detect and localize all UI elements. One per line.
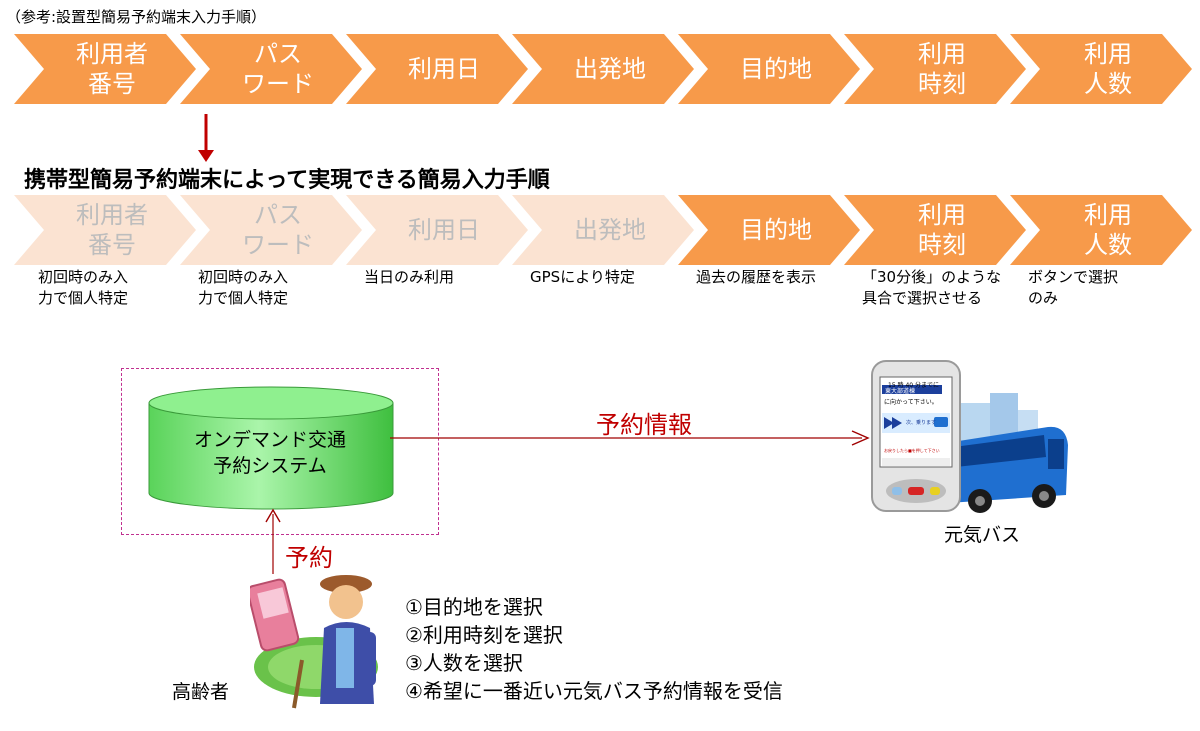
bottom-step-3: 利用日: [346, 195, 528, 265]
top-step-label: 利用日: [408, 55, 480, 83]
bottom-step-label: 利用者 番号: [76, 201, 148, 259]
top-step-6: 利用 時刻: [844, 34, 1026, 104]
info-arrow-label: 予約情報: [596, 411, 692, 439]
instruction-item: ③人数を選択: [405, 651, 523, 675]
bottom-step-5: 目的地: [678, 195, 860, 265]
instruction-item: ④希望に一番近い元気バス予約情報を受信: [405, 679, 783, 703]
top-step-label: 利用 人数: [1084, 40, 1132, 98]
elderly-man-icon: [292, 575, 376, 709]
bottom-step-label: 出発地: [574, 216, 646, 244]
instruction-list: ①目的地を選択 ②利用時刻を選択 ③人数を選択 ④希望に一番近い元気バス予約情報…: [405, 593, 783, 705]
top-step-7: 利用 人数: [1010, 34, 1192, 104]
top-step-1: 利用者 番号: [14, 34, 196, 104]
elderly-person-illustration: [250, 575, 378, 709]
bottom-step-label: 利用 時刻: [918, 201, 966, 259]
bus-icon: [946, 426, 1068, 513]
top-step-4: 出発地: [512, 34, 694, 104]
elder-caption: 高齢者: [172, 681, 230, 703]
bottom-step-label: 利用日: [408, 216, 480, 244]
step-note-6: 「30分後」のような 具合で選択させる: [862, 268, 1002, 307]
phone-screen-line4: 次、乗ります: [906, 420, 937, 426]
top-step-label: パス ワード: [242, 40, 314, 98]
bottom-step-1: 利用者 番号: [14, 195, 196, 265]
bottom-step-4: 出発地: [512, 195, 694, 265]
top-step-5: 目的地: [678, 34, 860, 104]
mobile-phone-icon: [250, 578, 300, 652]
step-note-4: GPSにより特定: [530, 268, 635, 286]
top-step-label: 利用者 番号: [76, 40, 148, 98]
reserve-arrow: [265, 508, 281, 574]
top-step-2: パス ワード: [180, 34, 362, 104]
step-note-1: 初回時のみ入 力で個人特定: [38, 268, 129, 307]
step-note-2: 初回時のみ入 力で個人特定: [198, 268, 289, 307]
system-frame: [121, 368, 439, 535]
top-step-label: 目的地: [740, 55, 812, 83]
step-note-5: 過去の履歴を表示: [696, 268, 817, 286]
phone-screen-line5: お戻りしたら■を押して下さい: [884, 448, 940, 453]
step-note-7: ボタンで選択 のみ: [1028, 268, 1119, 307]
bus-caption: 元気バス: [944, 524, 1021, 546]
bottom-step-label: 目的地: [740, 216, 812, 244]
database-cylinder: [148, 386, 394, 510]
phone-bus-illustration: [871, 360, 1068, 513]
section-title: 携帯型簡易予約端末によって実現できる簡易入力手順: [24, 168, 550, 193]
phone-screen-line2: 東大部道棟: [885, 388, 916, 395]
top-caption: （参考:設置型簡易予約端末入力手順）: [6, 8, 267, 26]
pda-phone-icon: [871, 360, 961, 512]
instruction-item: ②利用時刻を選択: [405, 623, 563, 647]
bottom-step-6: 利用 時刻: [844, 195, 1026, 265]
info-arrow: [390, 430, 870, 446]
bottom-step-label: パス ワード: [242, 201, 314, 259]
bottom-step-label: 利用 人数: [1084, 201, 1132, 259]
top-step-3: 利用日: [346, 34, 528, 104]
top-step-label: 利用 時刻: [918, 40, 966, 98]
top-step-label: 出発地: [574, 55, 646, 83]
bottom-step-2: パス ワード: [180, 195, 362, 265]
system-label: オンデマンド交通 予約システム: [193, 429, 346, 477]
step-note-3: 当日のみ利用: [364, 268, 455, 286]
down-arrow: [198, 114, 214, 162]
reserve-arrow-label: 予約: [285, 544, 333, 572]
bottom-step-7: 利用 人数: [1010, 195, 1192, 265]
phone-screen-line1: 15 時 40 分までに: [888, 382, 939, 389]
phone-screen-line3: に向かって下さい。: [884, 399, 938, 406]
instruction-item: ①目的地を選択: [405, 595, 543, 619]
